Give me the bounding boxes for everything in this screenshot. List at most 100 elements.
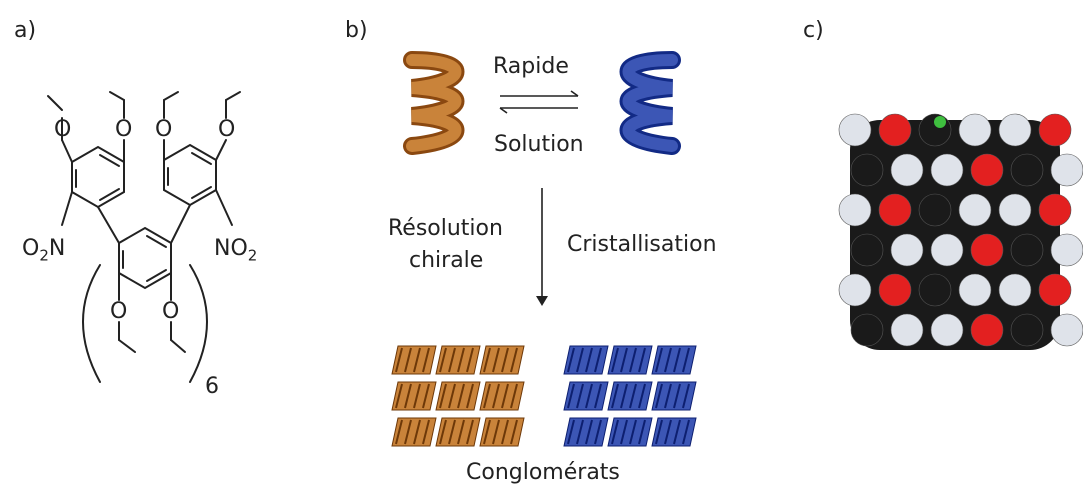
crystal-stripe <box>448 383 456 409</box>
crystal-stripe <box>413 419 421 445</box>
crystal-stripe <box>483 419 491 445</box>
crystal-stripe <box>422 383 430 409</box>
atom <box>970 313 1004 347</box>
crystal-stripe <box>483 383 491 409</box>
crystal-stripe <box>395 383 403 409</box>
atom <box>1038 193 1072 227</box>
atom <box>850 153 884 187</box>
atom <box>998 113 1032 147</box>
svg-text:O: O <box>218 117 235 142</box>
crystal-stripe <box>655 419 663 445</box>
atom <box>934 116 946 128</box>
panel-label-a: a) <box>14 18 37 43</box>
equilibrium-arrows <box>499 90 579 114</box>
crystals-left <box>391 345 525 447</box>
crystal-stripe <box>510 383 518 409</box>
crystal-stripe <box>638 419 646 445</box>
atom <box>930 233 964 267</box>
crystal-stripe <box>413 347 421 373</box>
panel-label-c: c) <box>803 18 824 43</box>
crystal-stripe <box>629 347 637 373</box>
atom <box>890 233 924 267</box>
repeat-bracket-left <box>82 264 101 383</box>
crystal-stripe <box>567 347 575 373</box>
crystal-stripe <box>483 347 491 373</box>
crystal-stripe <box>576 383 584 409</box>
atom <box>890 313 924 347</box>
crystal-stripe <box>466 419 474 445</box>
crystal-stripe <box>682 419 690 445</box>
nitro-group-right: NO2 <box>214 236 258 265</box>
helix-right <box>619 51 681 155</box>
crystal-stripe <box>466 383 474 409</box>
crystal-stripe <box>404 419 412 445</box>
atom <box>998 193 1032 227</box>
crystal-stripe <box>664 347 672 373</box>
crystal-stripe <box>510 419 518 445</box>
crystal-stripe <box>620 347 628 373</box>
crystal-stripe <box>585 383 593 409</box>
crystal-stripe <box>664 383 672 409</box>
atom <box>1050 233 1083 267</box>
crystal-stripe <box>422 347 430 373</box>
atom <box>970 153 1004 187</box>
crystal-stripe <box>576 347 584 373</box>
process-label-right: Cristallisation <box>567 232 717 257</box>
nitro-group-left: O2N <box>22 236 66 265</box>
atom <box>918 193 952 227</box>
crystal-stripe <box>448 419 456 445</box>
crystal-stripe <box>413 383 421 409</box>
crystal-stripe <box>567 419 575 445</box>
atom <box>878 193 912 227</box>
atom <box>958 193 992 227</box>
crystal-stripe <box>673 347 681 373</box>
crystal-stripe <box>655 383 663 409</box>
crystal-stripe <box>422 419 430 445</box>
crystal-stripe <box>457 419 465 445</box>
atom <box>918 273 952 307</box>
svg-text:O: O <box>54 117 71 142</box>
crystal-stripe <box>682 383 690 409</box>
crystal-stripe <box>510 347 518 373</box>
crystal-stripe <box>501 383 509 409</box>
crystal-stripe <box>585 419 593 445</box>
panel-label-b: b) <box>345 18 368 43</box>
atom <box>958 273 992 307</box>
crystals-right <box>563 345 697 447</box>
atom <box>930 313 964 347</box>
atom <box>970 233 1004 267</box>
repeat-count: 6 <box>205 374 219 399</box>
atom <box>1038 113 1072 147</box>
atom <box>890 153 924 187</box>
crystal-stripe <box>395 419 403 445</box>
crystal-stripe <box>638 383 646 409</box>
atom <box>1010 313 1044 347</box>
atom <box>838 193 872 227</box>
atom <box>850 233 884 267</box>
crystal-stripe <box>629 419 637 445</box>
crystal-stripe <box>611 347 619 373</box>
crystal-stripe <box>638 347 646 373</box>
crystal-stripe <box>655 347 663 373</box>
crystal-stripe <box>594 383 602 409</box>
crystal-stripe <box>457 383 465 409</box>
crystal-stripe <box>620 383 628 409</box>
svg-text:O: O <box>115 117 132 142</box>
crystal-stripe <box>404 347 412 373</box>
crystal-stripe <box>501 419 509 445</box>
process-label-left-2: chirale <box>409 248 484 273</box>
atom <box>878 113 912 147</box>
crystal-stripe <box>448 347 456 373</box>
crystal-stripe <box>594 347 602 373</box>
crystal-stripe <box>395 347 403 373</box>
crystal-stripe <box>567 383 575 409</box>
crystal-stripe <box>682 347 690 373</box>
space-filling-model <box>838 113 1083 350</box>
svg-text:O: O <box>155 117 172 142</box>
repeat-bracket-right <box>189 264 208 383</box>
crystal-stripe <box>673 419 681 445</box>
crystal-stripe <box>673 383 681 409</box>
crystal-stripe <box>457 347 465 373</box>
crystal-stripe <box>594 419 602 445</box>
